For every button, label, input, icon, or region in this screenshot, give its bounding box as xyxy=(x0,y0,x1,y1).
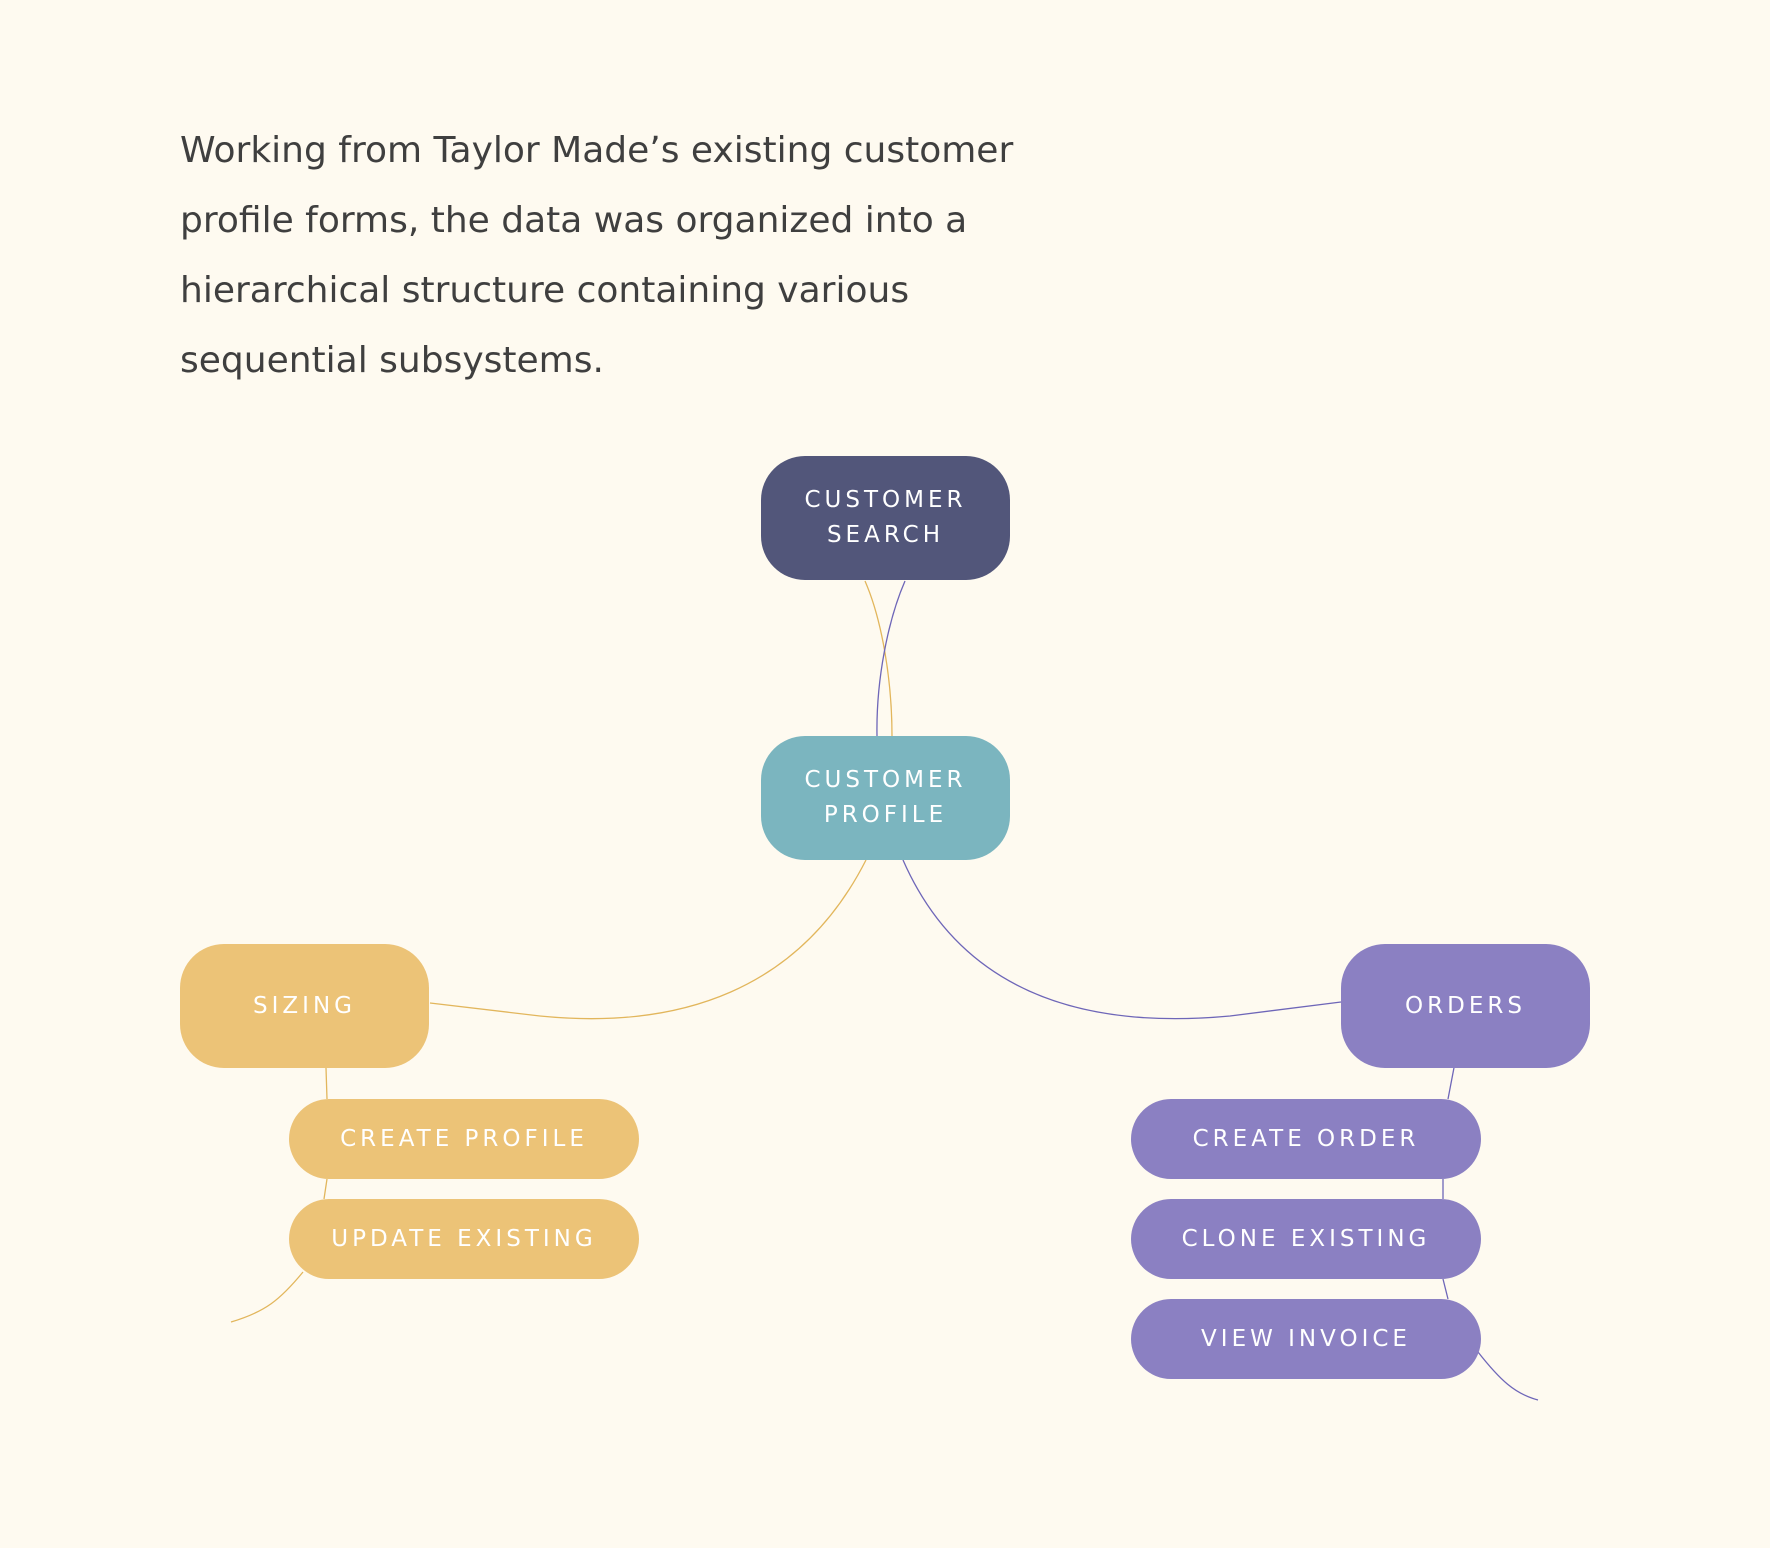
customer-profile-label: CUSTOMER PROFILE xyxy=(804,767,967,828)
view-invoice-node: VIEW INVOICE xyxy=(1131,1299,1481,1379)
connector-search-profile-purple xyxy=(876,580,906,737)
connector-orders-children xyxy=(1442,1051,1539,1401)
update-existing-label: UPDATE EXISTING xyxy=(331,1225,597,1252)
customer-profile-node: CUSTOMER PROFILE xyxy=(761,736,1010,860)
connector-search-profile-yellow xyxy=(864,580,893,737)
connector-profile-sizing xyxy=(429,859,867,1020)
create-profile-node: CREATE PROFILE xyxy=(289,1099,639,1179)
sizing-label: SIZING xyxy=(253,992,356,1019)
orders-label: ORDERS xyxy=(1405,992,1526,1019)
clone-existing-node: CLONE EXISTING xyxy=(1131,1199,1481,1279)
clone-existing-label: CLONE EXISTING xyxy=(1181,1225,1431,1252)
create-order-label: CREATE ORDER xyxy=(1192,1125,1420,1152)
orders-node: ORDERS xyxy=(1341,944,1590,1068)
intro-paragraph: Working from Taylor Made’s existing cust… xyxy=(180,130,1014,381)
customer-search-label: CUSTOMER SEARCH xyxy=(804,487,967,548)
connector-sizing-children xyxy=(230,1067,328,1323)
update-existing-node: UPDATE EXISTING xyxy=(289,1199,639,1279)
sizing-node: SIZING xyxy=(180,944,429,1068)
create-profile-label: CREATE PROFILE xyxy=(340,1125,588,1152)
customer-search-node: CUSTOMER SEARCH xyxy=(761,456,1010,580)
connector-profile-orders xyxy=(902,859,1342,1020)
view-invoice-label: VIEW INVOICE xyxy=(1201,1325,1411,1352)
create-order-node: CREATE ORDER xyxy=(1131,1099,1481,1179)
